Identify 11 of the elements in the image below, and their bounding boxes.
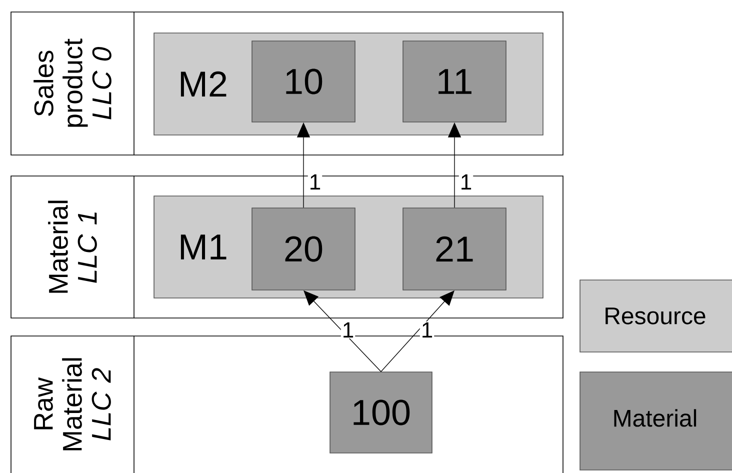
- material-box: 100: [330, 372, 432, 454]
- material-box: 10: [252, 40, 356, 122]
- material-box: 20: [252, 208, 356, 290]
- legend-label: Material: [614, 409, 696, 427]
- material-box: 21: [402, 208, 506, 290]
- edge-label: 1: [420, 321, 434, 339]
- legend-label: Resource: [606, 308, 706, 324]
- material-box: 11: [402, 40, 506, 122]
- edge-label: 1: [340, 321, 356, 339]
- edge-label: 1: [458, 173, 474, 191]
- edge-label: 1: [308, 173, 322, 191]
